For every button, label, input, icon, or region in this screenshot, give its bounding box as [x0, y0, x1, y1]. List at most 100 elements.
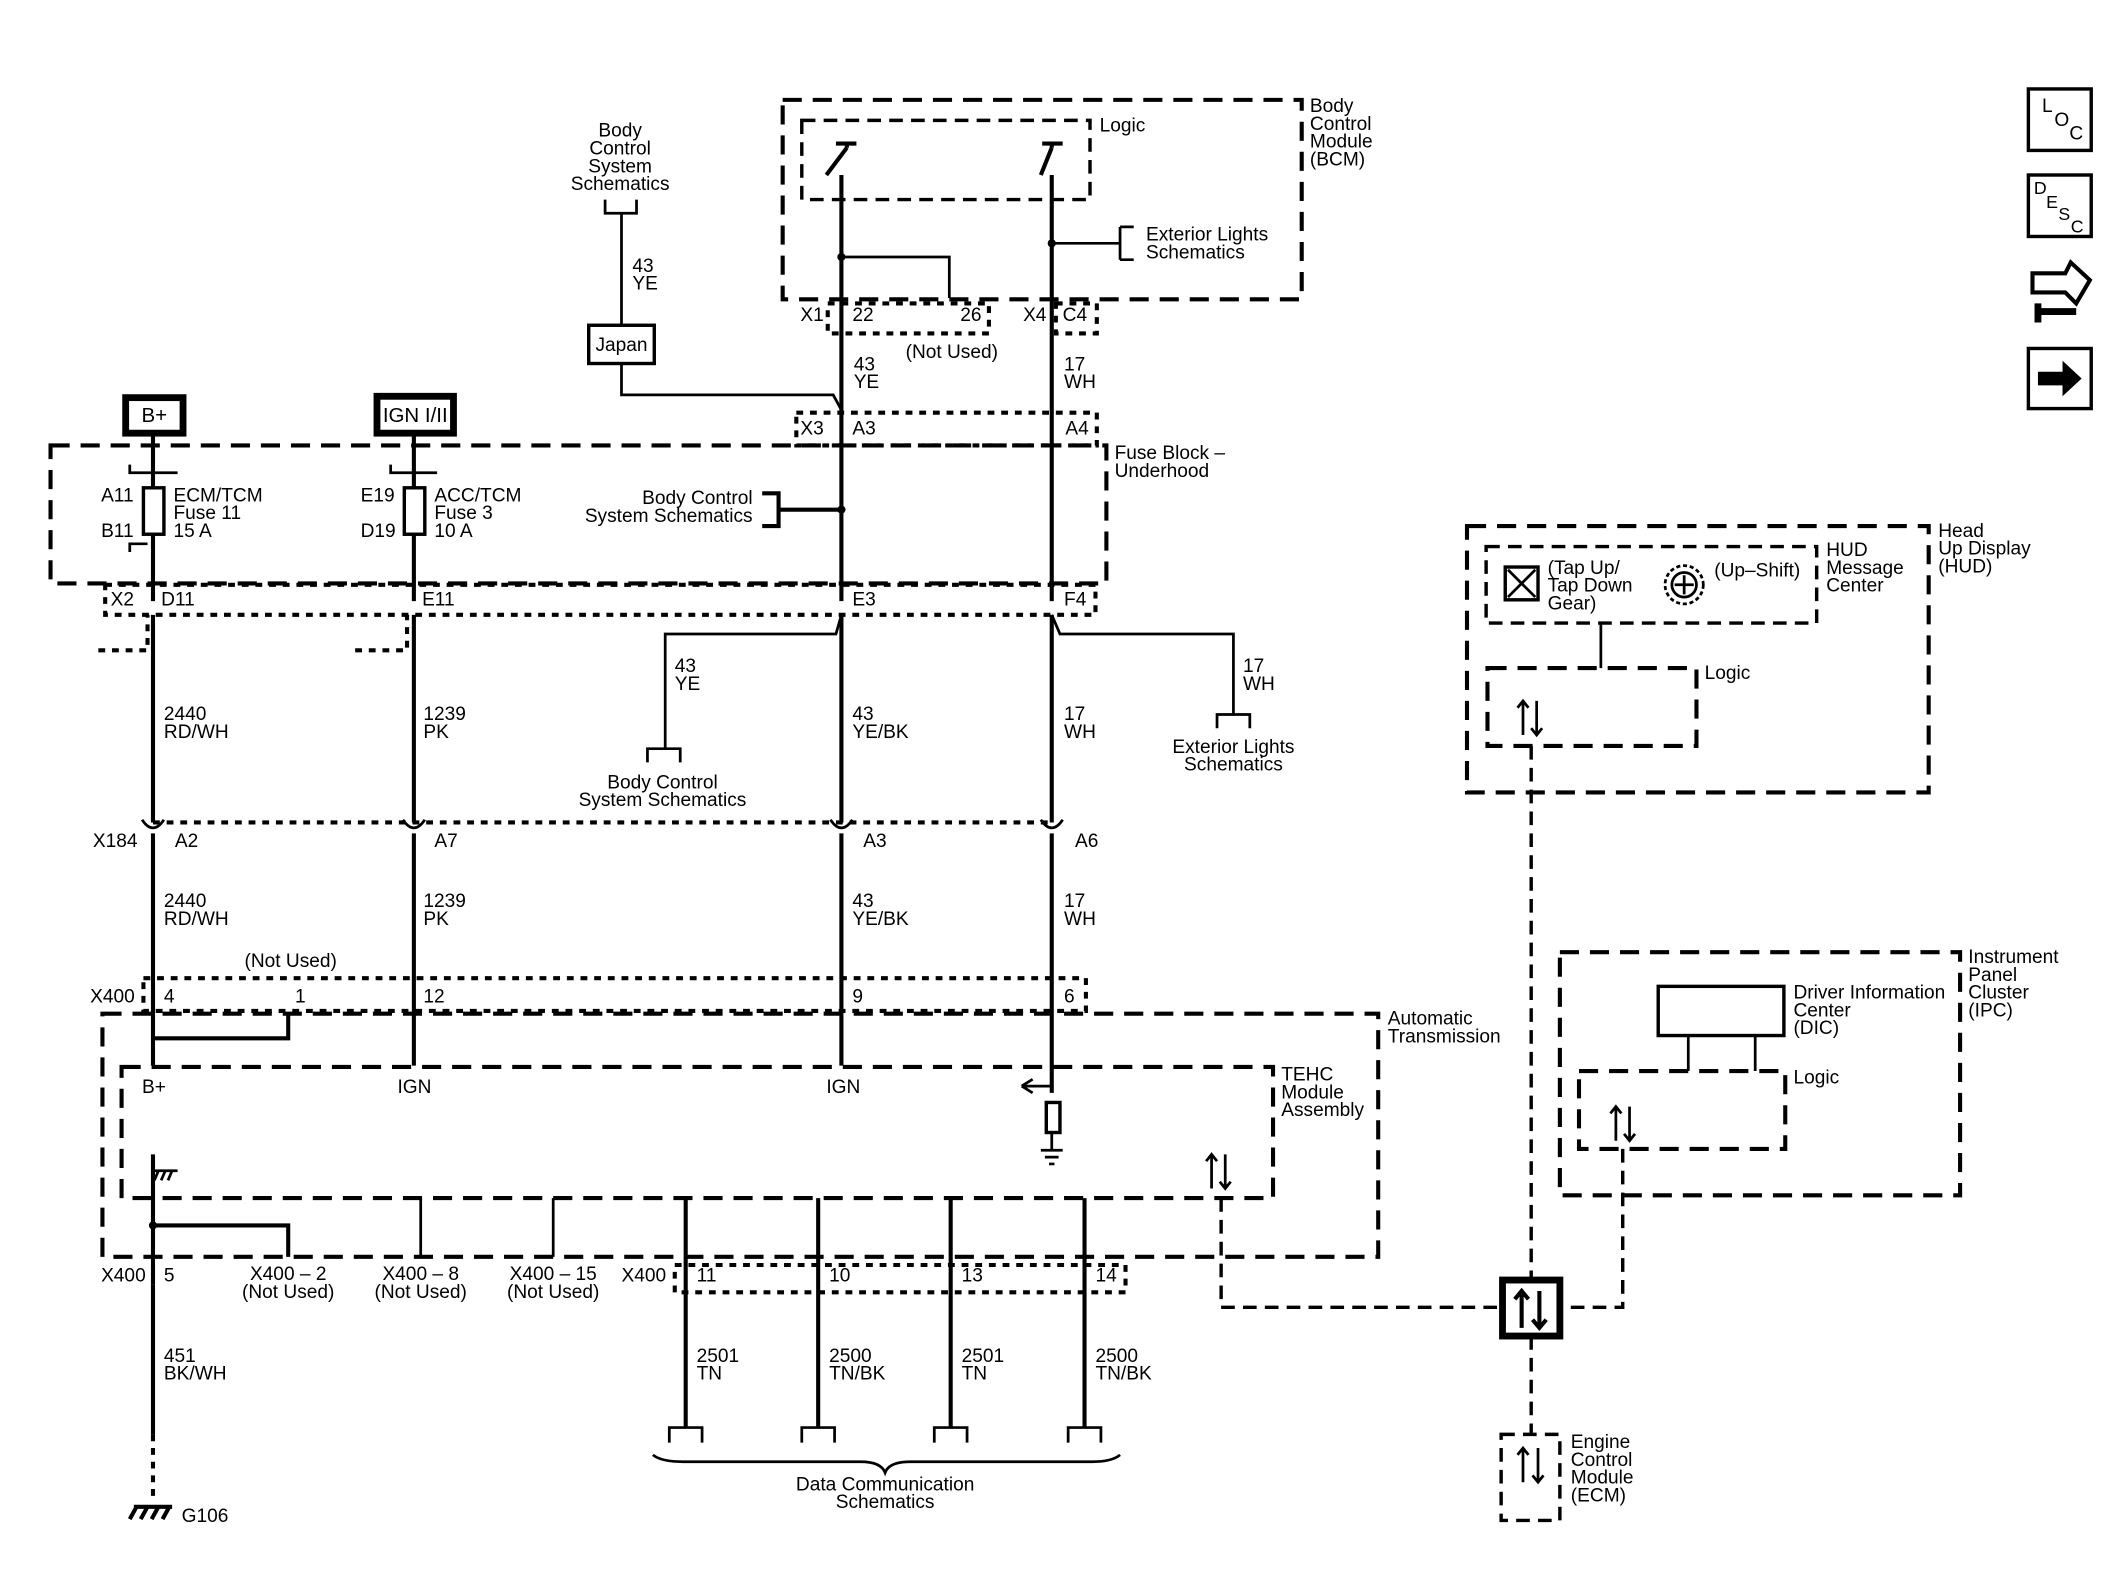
x4-label: X4 [1023, 305, 1047, 326]
x400-pin-6: 6 [1064, 987, 1075, 1008]
svg-text:WH: WH [1064, 372, 1096, 393]
wire-2500-label-2: 2500 TN/BK [1095, 1346, 1152, 1385]
tehc-module-boundary [119, 1064, 1276, 1201]
desc-icon[interactable]: D E S C [2026, 173, 2093, 239]
x184-pin-a7: A7 [434, 831, 457, 852]
tehc-ign-label-2: IGN [826, 1077, 860, 1098]
svg-text:Body: Body [598, 121, 642, 142]
pin-e3: E3 [852, 589, 875, 610]
loc-icon[interactable]: L O C [2026, 87, 2093, 153]
ipc-logic-label: Logic [1793, 1067, 1839, 1088]
svg-text:Module: Module [1281, 1082, 1344, 1103]
bcs-top-label: Body Control System Schematics [571, 121, 670, 195]
svg-text:2440: 2440 [164, 704, 207, 725]
svg-text:System Schematics: System Schematics [579, 790, 747, 811]
svg-text:System: System [588, 156, 652, 177]
pin-22: 22 [852, 305, 873, 326]
x400-pin-14: 14 [1095, 1265, 1117, 1286]
hud-logic-label: Logic [1705, 663, 1751, 684]
svg-text:(Not Used): (Not Used) [507, 1282, 599, 1303]
x184-label: X184 [93, 831, 138, 852]
hud-title: Head Up Display (HUD) [1938, 521, 2031, 578]
svg-text:Schematics: Schematics [1146, 242, 1245, 263]
pin-b11: B11 [101, 521, 134, 542]
wire-17-wh-label-lower: 17 WH [1064, 891, 1096, 930]
svg-text:(IPC): (IPC) [1968, 1000, 2013, 1021]
hud-serial-data-icon [1516, 698, 1544, 738]
next-page-arrow-icon[interactable] [2026, 346, 2093, 411]
svg-text:Up Display: Up Display [1938, 539, 2031, 560]
svg-text:X400 – 8: X400 – 8 [382, 1264, 459, 1285]
svg-text:Module: Module [1571, 1468, 1634, 1489]
fuse-3 [402, 486, 427, 536]
svg-text:HUD: HUD [1826, 540, 1867, 561]
dic-label: Driver Information Center (DIC) [1793, 983, 1945, 1040]
fuse-block-title: Fuse Block – Underhood [1115, 443, 1226, 482]
ipc-boundary [1557, 950, 1963, 1198]
input-arrow-icon [1020, 1078, 1052, 1095]
x184-pin-a6: A6 [1075, 831, 1098, 852]
svg-text:TEHC: TEHC [1281, 1065, 1333, 1086]
pin-e19: E19 [361, 485, 395, 506]
hud-message-center-boundary [1484, 544, 1819, 625]
svg-text:43: 43 [675, 656, 696, 677]
svg-text:PK: PK [423, 722, 449, 743]
ecm-title: Engine Control Module (ECM) [1571, 1432, 1634, 1506]
svg-text:X400 – 15: X400 – 15 [510, 1264, 597, 1285]
svg-text:(HUD): (HUD) [1938, 556, 1992, 577]
svg-text:D: D [2034, 178, 2047, 198]
svg-text:PK: PK [423, 909, 449, 930]
connector-end-view-icon[interactable] [2030, 259, 2093, 323]
svg-text:Control: Control [589, 139, 651, 160]
serial-data-splice [1499, 1276, 1564, 1340]
svg-text:Module: Module [1310, 132, 1373, 153]
pin-f4: F4 [1064, 589, 1087, 610]
wire-2440-label-mid: 2440 RD/WH [164, 704, 229, 743]
svg-text:E: E [2046, 192, 2058, 212]
b-plus-label: B+ [142, 404, 168, 427]
x2-connector [103, 582, 1098, 617]
svg-text:TN/BK: TN/BK [1095, 1364, 1152, 1385]
automatic-transmission-title: Automatic Transmission [1388, 1009, 1501, 1048]
x400-pin-12: 12 [423, 987, 444, 1008]
bcm-boundary [780, 97, 1304, 302]
svg-text:Gear): Gear) [1548, 593, 1597, 614]
x400-lower-connector [672, 1262, 1128, 1295]
chassis-ground-icon [152, 1169, 178, 1181]
data-comm-connectors [667, 1426, 1103, 1443]
wire-43-ye-japan-label: 43 YE [632, 256, 658, 295]
x2-label: X2 [111, 589, 134, 610]
x400-pin-1: 1 [295, 987, 306, 1008]
tap-up-down-indicator-icon [1503, 565, 1540, 602]
svg-text:2500: 2500 [1095, 1346, 1138, 1367]
wire-17-wh-mid-label: 17 WH [1243, 656, 1275, 695]
pin-a3-x3: A3 [852, 419, 875, 440]
svg-text:10 A: 10 A [434, 521, 473, 542]
svg-text:Schematics: Schematics [571, 174, 670, 195]
svg-text:Fuse Block –: Fuse Block – [1115, 443, 1226, 464]
pin-c4: C4 [1063, 305, 1088, 326]
ext-lights-connector-top [1051, 225, 1134, 262]
svg-text:Exterior Lights: Exterior Lights [1146, 225, 1268, 246]
upshift-label: (Up–Shift) [1714, 561, 1800, 582]
svg-text:X400 – 2: X400 – 2 [250, 1264, 327, 1285]
x400-pin-10: 10 [829, 1265, 850, 1286]
svg-text:Underhood: Underhood [1115, 461, 1210, 482]
svg-text:YE: YE [632, 274, 658, 295]
svg-text:Engine: Engine [1571, 1432, 1631, 1453]
g106-label: G106 [182, 1506, 229, 1527]
ign-label: IGN I/II [383, 404, 448, 427]
svg-text:(BCM): (BCM) [1310, 149, 1365, 170]
x400-pin-8-label: X400 – 8 (Not Used) [375, 1264, 467, 1303]
svg-text:Fuse 11: Fuse 11 [173, 503, 241, 524]
bcs-fuse-block-label: Body Control System Schematics [585, 488, 753, 527]
ipc-serial-data-icon [1609, 1104, 1637, 1143]
bcm-switch-1 [824, 141, 857, 199]
svg-text:2501: 2501 [697, 1346, 740, 1367]
g106-ground-icon [127, 1504, 173, 1521]
svg-text:C: C [2069, 123, 2083, 144]
svg-text:43: 43 [854, 354, 875, 375]
x400-lower-label-2: X400 [621, 1265, 666, 1286]
svg-text:Cluster: Cluster [1968, 983, 2029, 1004]
svg-text:2500: 2500 [829, 1346, 872, 1367]
